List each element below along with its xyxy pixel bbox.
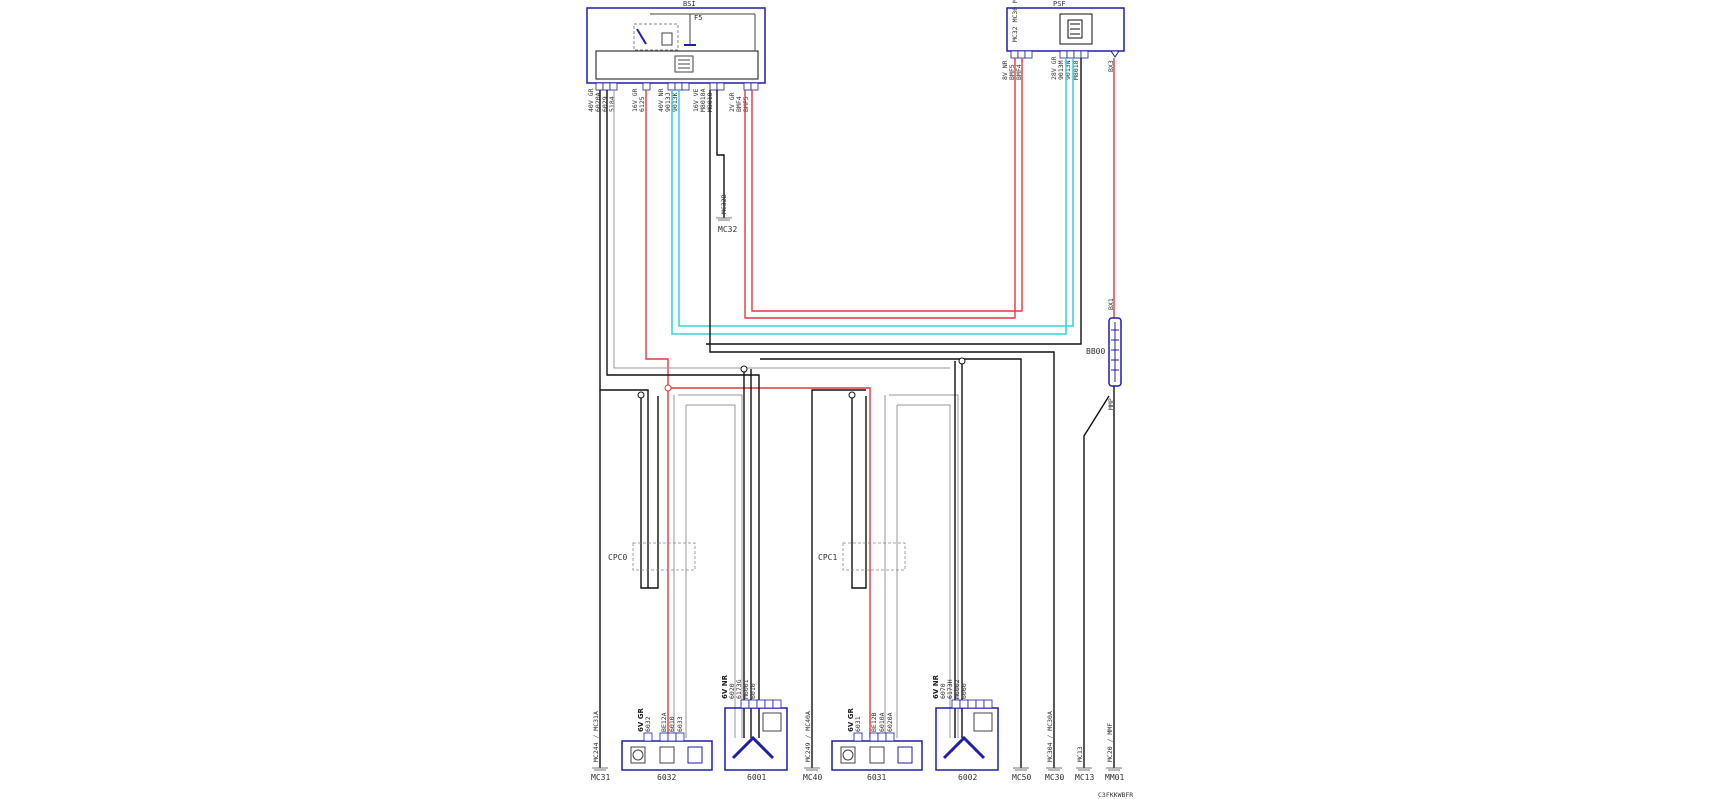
motor-right-gauge: 6V GR [847, 708, 855, 732]
mc30-tag: MC304 / MC30A [1046, 711, 1054, 762]
switch-right-wire-3: M6002 [953, 679, 961, 699]
fuse-box-bb00[interactable]: BB00 BX1 MMP [1086, 298, 1122, 410]
switch-6002[interactable]: 6002 [935, 699, 999, 782]
bsi-conn-c-wire-2: 9013K [671, 92, 679, 112]
bb00-label: BB00 [1086, 347, 1105, 356]
motor-left-wire-4: 6033 [676, 716, 684, 732]
cpc1-label: CPC1 [818, 553, 837, 562]
mc32-tag: MC32B [720, 194, 728, 214]
footer-code: C3FKKWBFR [1098, 791, 1133, 799]
switch-right-wire-4: 6060 [960, 683, 968, 699]
bsi-conn-d: 16V VE [692, 88, 700, 112]
psf-connector-labels: 8V NR BMF5 BMF4 28V GR 9013M 9013N M8018… [1001, 56, 1115, 80]
psf-conn-a-wire-2: BMF4 [1015, 64, 1023, 80]
ground-mc31: MC31 [591, 773, 610, 782]
bsi-conn-a-wire-3: 5184 [608, 96, 616, 112]
bsi-conn-b-wire: 6125 [638, 96, 646, 112]
bsi-conn-e-wire-1: BMF4 [735, 96, 743, 112]
motor-right-wire-1: 6031 [854, 716, 862, 732]
psf-conn-b: 28V GR [1050, 56, 1058, 80]
mc31-tag: MC244 / MC31A [592, 711, 600, 762]
ground-mc40: MC40 [803, 773, 822, 782]
junctions [637, 357, 966, 399]
switch-6002-label: 6002 [958, 773, 977, 782]
bsi-conn-a-wire-2: 6029 [601, 96, 609, 112]
ground-mc30: MC30 [1045, 773, 1064, 782]
splice-cpc0[interactable]: CPC0 [608, 542, 696, 571]
mc40-tag: MC249 / MC40A [804, 711, 812, 762]
ground-mm01: MM01 [1105, 773, 1124, 782]
psf-unit[interactable]: PSF MC32 MC30 MC34 [1006, 0, 1125, 59]
motor-right-wire-3: 6010A [878, 712, 886, 732]
bsi-label: BSI [683, 0, 696, 8]
splice-cpc1[interactable]: CPC1 [818, 542, 906, 571]
motor-6032[interactable]: 6032 [621, 732, 713, 782]
mc13-tag: MC13 [1076, 746, 1084, 762]
wires [599, 58, 1115, 768]
ground-mc50: MC50 [1012, 773, 1031, 782]
motor-6032-label: 6032 [657, 773, 676, 782]
psf-conn-c: BX3 [1107, 60, 1115, 72]
ground-mc32: MC32B MC32 [716, 194, 737, 234]
bsi-unit[interactable]: BSI F5 [586, 0, 766, 91]
bsi-conn-e-wire-2: BMF5 [742, 96, 750, 112]
bsi-conn-d-wire-1: M8018A [699, 88, 707, 112]
ground-symbols: MC244 / MC31A MC249 / MC40A MC304 / MC30… [591, 711, 1124, 782]
cpc0-label: CPC0 [608, 553, 627, 562]
psf-conn-b-wire-1: 9013M [1057, 60, 1065, 80]
bb00-bottom-label: MMP [1107, 398, 1115, 410]
ground-mc13: MC13 [1075, 773, 1094, 782]
motor-left-wire-2: BE12A [660, 712, 668, 732]
bsi-inner-label: F5 [694, 14, 702, 22]
switch-left-gauge: 6V NR [721, 674, 729, 699]
bottom-connector-labels: 6V GR 6032 BE12A 6010 6033 6V NR 6020 61… [637, 674, 968, 732]
switch-6001[interactable]: 6001 [724, 699, 788, 782]
switch-left-wire-1: 6020 [728, 683, 736, 699]
switch-6001-label: 6001 [747, 773, 766, 782]
psf-label: PSF [1053, 0, 1066, 8]
bsi-conn-a-wire-1: 6020A [594, 92, 602, 112]
psf-conn-a: 8V NR [1001, 60, 1009, 80]
motor-6031-label: 6031 [867, 773, 886, 782]
bsi-conn-b: 16V GR [631, 88, 639, 112]
bsi-conn-c: 40V NR [657, 88, 665, 112]
switch-right-wire-2: 6173H [946, 679, 954, 699]
motor-right-wire-2: BE12B [870, 712, 878, 732]
motor-left-wire-3: 6010 [668, 716, 676, 732]
motor-left-gauge: 6V GR [637, 708, 645, 732]
mc32-label: MC32 [718, 225, 737, 234]
motor-6031[interactable]: 6031 [831, 732, 923, 782]
switch-right-wire-1: 6070 [939, 683, 947, 699]
psf-top-connector: MC32 MC30 MC34 [1011, 0, 1019, 42]
motor-right-wire-4: 6020A [886, 712, 894, 732]
bsi-conn-c-wire-1: 9013J [664, 92, 672, 112]
psf-conn-b-wire-3: M8018 [1072, 60, 1080, 80]
switch-left-wire-2: 6173G [735, 679, 743, 699]
bsi-connector-labels: 40V GR 6020A 6029 5184 16V GR 6125 40V N… [587, 88, 750, 112]
mm01-tag: MC20 / MMF [1106, 723, 1114, 762]
switch-right-gauge: 6V NR [932, 674, 940, 699]
switch-left-wire-4: 6010 [749, 683, 757, 699]
psf-conn-b-wire-2: 9013N [1064, 60, 1072, 80]
bb00-top-label: BX1 [1107, 298, 1115, 310]
motor-left-wire-1: 6032 [644, 716, 652, 732]
bsi-conn-e: 2V GR [728, 92, 736, 112]
bsi-conn-a: 40V GR [587, 88, 595, 112]
psf-conn-a-wire-1: BMF5 [1008, 64, 1016, 80]
switch-left-wire-3: M6001 [742, 679, 750, 699]
